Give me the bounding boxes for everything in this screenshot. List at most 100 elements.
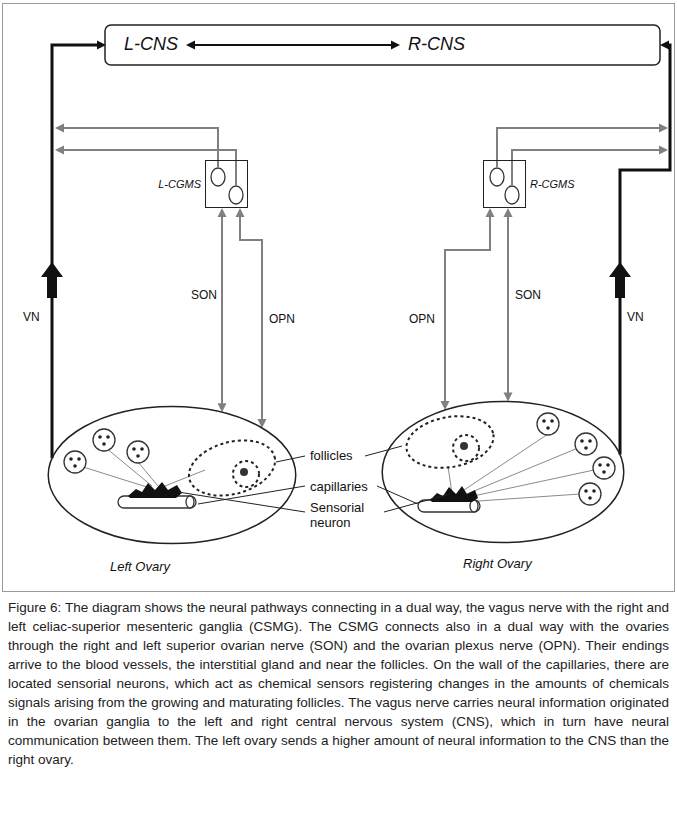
cell-cluster	[64, 451, 86, 473]
vagal-branch-head	[55, 124, 64, 133]
nerve-fibre	[80, 434, 594, 502]
cell-cluster	[593, 457, 615, 479]
cns-side: L-CNS	[106, 25, 186, 65]
cell-dot	[546, 426, 550, 430]
cell-dot	[550, 419, 554, 423]
nerve-line	[620, 45, 670, 454]
nerve-line	[52, 45, 100, 458]
oocyte	[240, 442, 468, 476]
cell-dot	[98, 435, 102, 439]
sensorial-neuron	[430, 486, 478, 502]
ganglion-box: L-CGMS	[205, 160, 248, 208]
cell-dot	[102, 442, 106, 446]
nerve-label: VN	[22, 310, 41, 324]
nerve-label: SON	[190, 288, 218, 302]
vagal-branch	[63, 128, 218, 168]
cell-cluster	[127, 441, 149, 463]
nerve-connector	[504, 208, 513, 402]
cell-dot	[73, 464, 77, 468]
cell-dot	[140, 447, 144, 451]
cell-cluster	[575, 433, 597, 455]
cell-dot	[592, 489, 596, 493]
cell-dot	[106, 435, 110, 439]
vagal-branch	[63, 150, 236, 186]
cell-dot	[69, 419, 610, 500]
cell-dot	[584, 446, 588, 450]
node-label: L-CNS	[124, 34, 178, 56]
vagal-branch-head	[55, 124, 668, 155]
nerve-label: OPN	[408, 312, 436, 326]
ganglion-box: R-CGMS	[483, 160, 526, 208]
leader-line	[276, 456, 305, 462]
vagal-branch-head	[55, 146, 64, 155]
nerve-connector	[441, 208, 495, 410]
leader-line	[365, 446, 402, 456]
ganglion-cell	[211, 168, 519, 204]
oocyte	[240, 468, 248, 476]
follicle	[402, 410, 497, 475]
leader-line	[377, 486, 418, 504]
capillary	[118, 496, 480, 512]
flow-arrow	[41, 262, 63, 298]
nerve-line	[221, 214, 223, 406]
nerve-connector	[609, 41, 670, 455]
figure-caption: Figure 6: The diagram shows the neural p…	[8, 598, 669, 769]
cell-dot	[136, 454, 140, 458]
nerve-label: SON	[514, 288, 542, 302]
nerve-connector	[218, 208, 227, 412]
callout-label: Sensorial neuron	[310, 500, 380, 530]
ganglion-cell	[505, 186, 519, 204]
nerve-connector	[186, 41, 400, 50]
vagal-branch	[63, 128, 660, 186]
cell-dot	[598, 463, 602, 467]
nerve-fibre	[464, 470, 594, 498]
ovary: Right Ovary	[381, 400, 625, 544]
cell-cluster	[93, 429, 115, 451]
cell-dot	[580, 439, 584, 443]
cell-dot	[69, 457, 73, 461]
nerve-fibre	[138, 462, 158, 486]
vagal-branch-head	[659, 124, 668, 133]
nerve-fibre	[458, 434, 548, 494]
ganglion-cell	[490, 168, 504, 186]
cell-dot	[77, 457, 81, 461]
ovary: Left Ovary	[47, 405, 297, 545]
follicle	[233, 461, 259, 487]
nerve-fibre	[464, 494, 580, 502]
node-label: R-CGMS	[530, 178, 575, 191]
cell-dot	[588, 496, 592, 500]
ganglion-cell	[229, 186, 243, 204]
cell-dot	[588, 439, 592, 443]
nerve-connector	[236, 208, 267, 428]
follicle	[183, 410, 498, 505]
vagal-branch-head	[659, 146, 668, 155]
nerve-line	[240, 214, 262, 421]
node-label: Right Ovary	[463, 556, 532, 572]
callout-label: follicles	[310, 448, 353, 463]
nerve-label: VN	[626, 310, 645, 324]
node-label: R-CNS	[408, 34, 465, 56]
vagal-branch	[497, 128, 660, 168]
cell-cluster	[579, 483, 601, 505]
cell-dot	[602, 470, 606, 474]
nerve-line	[192, 44, 393, 46]
ovary-outline	[48, 406, 296, 543]
nerve-line	[507, 214, 509, 395]
nerve-connector	[41, 41, 106, 459]
node-label: L-CGMS	[158, 178, 201, 191]
ovary-outline	[47, 405, 297, 545]
cell-dot	[584, 489, 588, 493]
nerve-fibre	[160, 470, 205, 488]
ovary-outline	[381, 400, 625, 544]
ganglion-cell	[211, 168, 225, 186]
cns-side: R-CNS	[400, 25, 660, 65]
capillary	[186, 496, 194, 508]
figure-frame	[3, 4, 675, 592]
cns-band	[105, 25, 660, 65]
ovary-outline	[382, 401, 624, 542]
follicle	[453, 435, 479, 461]
nerve-fibre	[462, 448, 578, 496]
nerve-fibre	[80, 466, 150, 488]
